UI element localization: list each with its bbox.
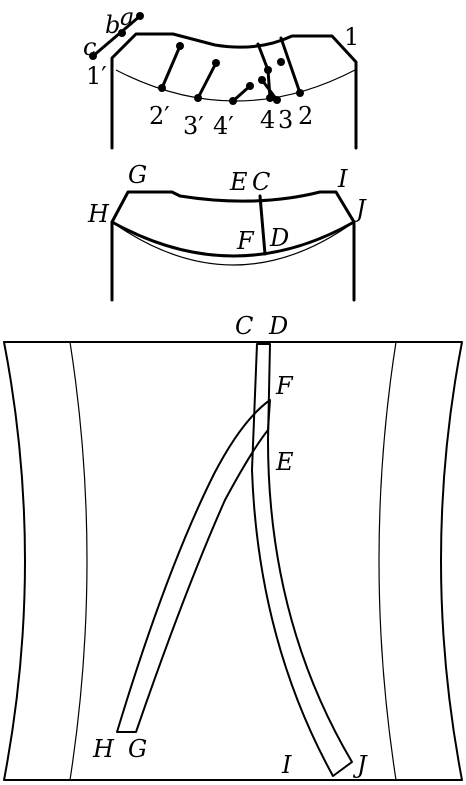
label-section-E: E [229, 168, 248, 196]
label-section-F: F [236, 227, 255, 255]
top-view-segment-2prime [160, 44, 182, 90]
point-4-end [266, 94, 274, 102]
label-dev-D: D [268, 312, 288, 340]
development-strip-F-HG [116, 399, 271, 733]
label-1: 1 [344, 23, 359, 51]
section-view-cut-line [258, 194, 267, 256]
point-4prime-end [229, 97, 237, 105]
point-3prime-end [194, 94, 202, 102]
top-view-segment-3prime [196, 61, 218, 100]
label-section-G: G [128, 161, 147, 189]
top-view-lower-arc [115, 69, 356, 102]
section-view-inner-arc-upper [110, 220, 356, 258]
development-outer-boundary [3, 341, 463, 781]
label-section-I: I [337, 165, 348, 193]
label-2prime: 2′ [149, 102, 170, 130]
label-dev-H: H [92, 735, 115, 763]
point-4prime-start [246, 82, 254, 90]
development-inner-curve-left [69, 341, 88, 781]
top-view-segment-2 [279, 36, 302, 95]
label-4prime: 4′ [213, 112, 234, 140]
label-dev-J: J [352, 751, 368, 779]
point-2prime-start [176, 42, 184, 50]
section-view-outline [110, 190, 356, 302]
label-dev-E: E [275, 448, 294, 476]
development-strip-CD-IJ [251, 343, 353, 777]
label-dev-G: G [128, 735, 147, 763]
label-2: 2 [298, 102, 313, 130]
label-dev-C: C [235, 312, 253, 340]
section-view-inner-arc-lower [111, 221, 355, 266]
point-2prime-end [158, 84, 166, 92]
point-2-end [296, 89, 304, 97]
development-view: C D F E H G I J [3, 312, 463, 781]
section-view: G E C I H F D J [87, 161, 367, 302]
top-view: a b c 1 1′ 2′ 3′ 4′ 4 3 2 [83, 3, 359, 150]
label-section-D: D [269, 224, 289, 252]
label-3prime: 3′ [183, 112, 204, 140]
label-a: a [120, 3, 134, 31]
label-dev-I: I [281, 751, 292, 779]
point-3prime-start [212, 59, 220, 67]
point-3-end [273, 96, 281, 104]
label-4: 4 [260, 106, 275, 134]
label-c: c [83, 33, 96, 61]
label-1prime: 1′ [86, 62, 107, 90]
point-b [118, 29, 126, 37]
label-dev-F: F [275, 372, 294, 400]
label-3: 3 [278, 106, 293, 134]
label-section-H: H [87, 200, 110, 228]
development-inner-curve-right [378, 341, 397, 781]
point-4-mid [264, 66, 272, 74]
label-section-C: C [252, 168, 270, 196]
top-view-segment-3 [260, 78, 279, 102]
point-2-start [277, 58, 285, 66]
top-view-segment-cba [91, 14, 142, 58]
label-b: b [105, 11, 120, 39]
top-view-segment-4 [256, 42, 270, 72]
point-c [89, 52, 97, 60]
top-view-outline [110, 32, 358, 150]
point-a [136, 12, 144, 20]
top-view-segment-4b [266, 68, 272, 100]
point-3-start [258, 76, 266, 84]
